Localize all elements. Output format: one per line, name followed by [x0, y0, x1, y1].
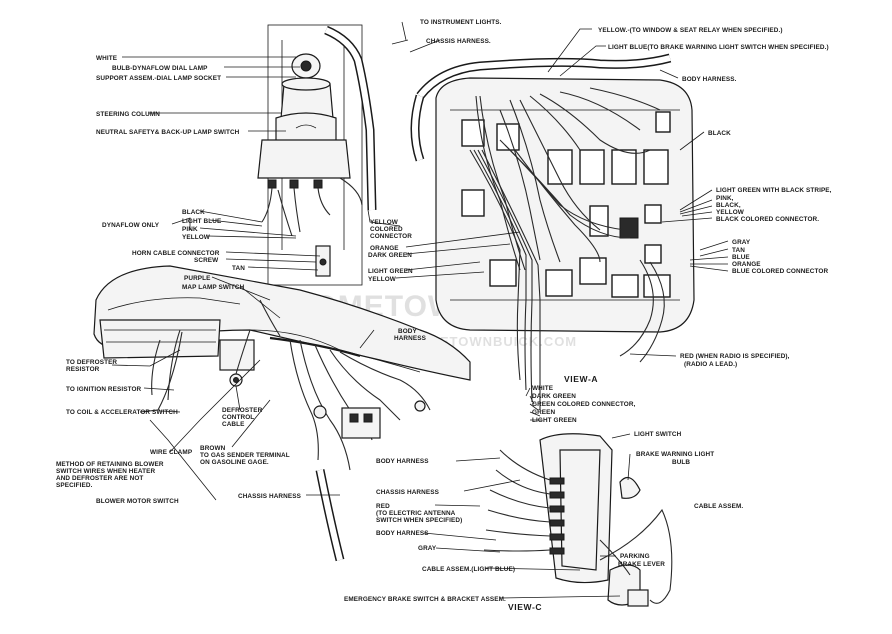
connector-sockets [461, 111, 671, 298]
label-orange-m: ORANGE [370, 245, 399, 252]
label-defroster-control: DEFROSTER [222, 407, 263, 414]
label-light-blue-l: LIGHT BLUE [182, 218, 222, 225]
label-tan-r: TAN [732, 247, 745, 254]
label-black-l: BLACK [182, 209, 205, 216]
label-cable: CABLE [222, 421, 245, 428]
label-to-defroster: TO DEFROSTER [66, 359, 117, 366]
label-green-colored-conn: GREEN COLORED CONNECTOR, [532, 401, 636, 408]
label-cable-light-blue: CABLE ASSEM.(LIGHT BLUE) [422, 566, 515, 573]
label-orange-r: ORANGE [732, 261, 761, 268]
steering-column-assembly [257, 24, 377, 286]
label-connector: CONNECTOR [370, 233, 412, 240]
label-body-harness-top: BODY HARNESS. [682, 76, 737, 83]
label-yellow-window-relay: YELLOW.-(TO WINDOW & SEAT RELAY WHEN SPE… [598, 27, 783, 34]
label-dark-green-b: DARK GREEN [532, 393, 576, 400]
gauge-cluster [313, 400, 426, 439]
label-yellow-m: YELLOW [368, 276, 397, 283]
label-emergency: EMERGENCY BRAKE SWITCH & BRACKET ASSEM. [344, 596, 506, 603]
label-blue-r: BLUE [732, 254, 750, 261]
label-brake-warning1: BRAKE WARNING LIGHT [636, 451, 714, 458]
label-yellow-colored: YELLOW [370, 219, 399, 226]
label-pink-r: PINK, [716, 195, 734, 202]
label-to-instrument-lights: TO INSTRUMENT LIGHTS. [420, 19, 502, 26]
label-to-ignition: TO IGNITION RESISTOR [66, 386, 142, 393]
label-yellow-l: YELLOW [182, 234, 211, 241]
label-wire-clamp: WIRE CLAMP [150, 449, 193, 456]
label-parking1: PARKING [620, 553, 650, 560]
label-neutral-safety: NEUTRAL SAFETY& BACK-UP LAMP SWITCH [96, 129, 240, 136]
label-to-coil: TO COIL & ACCELERATOR SWITCH [66, 409, 178, 416]
label-red2: (TO ELECTRIC ANTENNA [376, 510, 456, 517]
leader-lines [111, 21, 729, 599]
instrument-panel [93, 265, 471, 562]
callout-labels: TO INSTRUMENT LIGHTS. CHASSIS HARNESS. Y… [56, 19, 832, 612]
light-switch-view-c [483, 433, 673, 607]
label-harness-mid: HARNESS [394, 335, 427, 342]
label-chassis-harness-top: CHASSIS HARNESS. [426, 38, 491, 45]
label-body-harness-mid: BODY [398, 328, 418, 335]
label-view-a: VIEW-A [564, 374, 598, 384]
junction-wires [469, 87, 665, 410]
label-body-harness-c: BODY HARNESS [376, 458, 429, 465]
label-brown3: ON GASOLINE GAGE. [200, 459, 269, 466]
label-brake-warning2: BULB [672, 459, 690, 466]
label-view-c: VIEW-C [508, 602, 542, 612]
label-white: WHITE [96, 55, 118, 62]
junction-block-view-a [410, 53, 695, 410]
label-method3: AND DEFROSTER ARE NOT [56, 475, 143, 482]
switch-housing [257, 139, 351, 179]
label-radio-a-lead: (RADIO A LEAD.) [684, 361, 737, 368]
label-light-blue-brake: LIGHT BLUE(TO BRAKE WARNING LIGHT SWITCH… [608, 44, 829, 51]
label-green-b: GREEN [532, 409, 556, 416]
label-light-green-b: LIGHT GREEN [532, 417, 577, 424]
label-dynaflow-only: DYNAFLOW ONLY [102, 222, 160, 229]
label-gray-c: GRAY [418, 545, 437, 552]
label-chassis-harness-c: CHASSIS HARNESS [376, 489, 440, 496]
label-red3: SWITCH WHEN SPECIFIED) [376, 517, 462, 524]
label-gray-r: GRAY [732, 239, 751, 246]
label-support-assem: SUPPORT ASSEM.-DIAL LAMP SOCKET [96, 75, 221, 82]
panel-wiring [139, 299, 431, 471]
label-black-r2: BLACK, [716, 202, 741, 209]
label-chassis-harness-b: CHASSIS HARNESS [238, 493, 302, 500]
label-blower-motor: BLOWER MOTOR SWITCH [96, 498, 179, 505]
label-black-right: BLACK [708, 130, 731, 137]
label-pink-l: PINK [182, 226, 198, 233]
label-cable-assem: CABLE ASSEM. [694, 503, 743, 510]
label-black-colored-conn: BLACK COLORED CONNECTOR. [716, 216, 819, 223]
label-light-switch: LIGHT SWITCH [634, 431, 682, 438]
label-screw: SCREW [194, 257, 219, 264]
label-resistor: RESISTOR [66, 366, 100, 373]
label-blue-colored-conn: BLUE COLORED CONNECTOR [732, 268, 828, 275]
brake-warning-bulb [619, 476, 641, 499]
label-method2: SWITCH WIRES WHEN HEATER [56, 468, 155, 475]
label-steering-column: STEERING COLUMN [96, 111, 160, 118]
label-horn-cable: HORN CABLE CONNECTOR [132, 250, 220, 257]
label-red-radio: RED (WHEN RADIO IS SPECIFIED), [680, 353, 790, 360]
label-body-harness-c2: BODY HARNESS [376, 530, 429, 537]
label-brown1: BROWN [200, 445, 226, 452]
label-light-green-m: LIGHT GREEN [368, 268, 413, 275]
label-method1: METHOD OF RETAINING BLOWER [56, 461, 164, 468]
defroster-control [219, 339, 255, 371]
label-colored: COLORED [370, 226, 403, 233]
label-red1: RED [376, 503, 390, 510]
label-purple: PURPLE [184, 275, 211, 282]
label-dark-green-m: DARK GREEN [368, 252, 412, 259]
switch-terminals [549, 477, 565, 555]
label-lg-black-stripe: LIGHT GREEN WITH BLACK STRIPE, [716, 187, 832, 194]
label-method4: SPECIFIED. [56, 482, 93, 489]
label-control: CONTROL [222, 414, 254, 421]
label-parking2: BRAKE LEVER [618, 561, 665, 568]
label-yellow-r: YELLOW [716, 209, 745, 216]
label-map-lamp: MAP LAMP SWITCH [182, 284, 245, 291]
label-white-b: WHITE [532, 385, 554, 392]
label-brown2: TO GAS SENDER TERMINAL [200, 452, 290, 459]
label-tan-m: TAN [232, 265, 245, 272]
label-bulb-dial-lamp: BULB-DYNAFLOW DIAL LAMP [112, 65, 208, 72]
